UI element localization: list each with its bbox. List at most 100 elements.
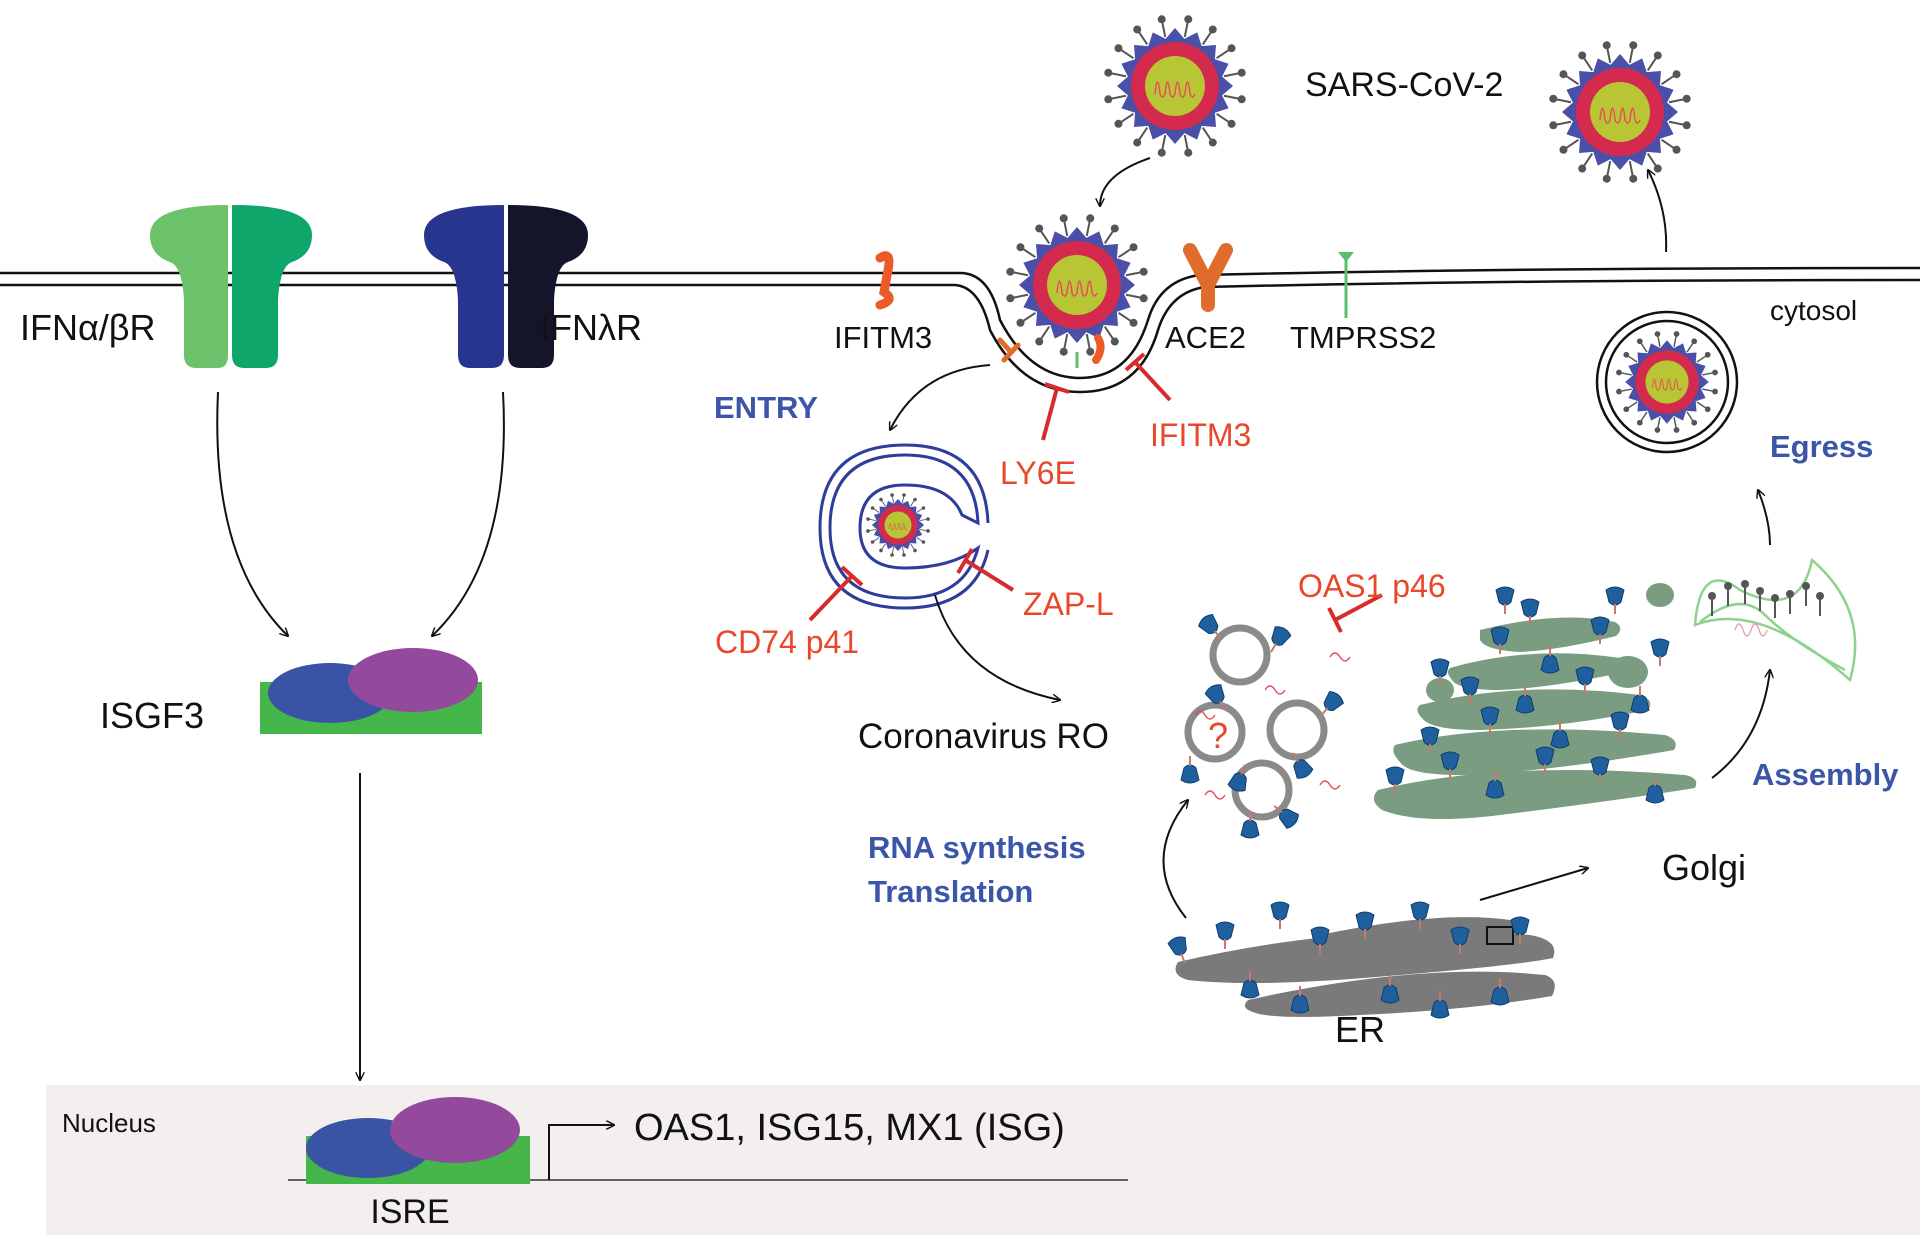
- arrow-endosome-to-ro: [934, 594, 1060, 700]
- spike-head: [870, 540, 875, 544]
- spike-head: [866, 529, 870, 533]
- spike-head: [1016, 318, 1025, 327]
- spike-head: [902, 553, 906, 557]
- ifitm3-membrane-label: IFITM3: [834, 320, 932, 355]
- isgf3-label: ISGF3: [100, 695, 204, 736]
- zapl-label: ZAP-L: [1023, 586, 1114, 622]
- spike-head: [1110, 224, 1119, 233]
- pit-receptors: [997, 334, 1105, 368]
- arrow-entry: [890, 364, 991, 430]
- replication-organelles: [1184, 624, 1328, 821]
- viral-protein: [1480, 706, 1500, 735]
- spike-head: [866, 517, 870, 521]
- viral-protein: [1215, 921, 1235, 950]
- spike-head: [902, 493, 906, 497]
- viral-protein: [1630, 685, 1650, 714]
- spike-head: [1623, 406, 1630, 413]
- ifitm3-restriction-label: IFITM3: [1150, 417, 1251, 453]
- spike-head: [1673, 331, 1680, 337]
- rna-squiggle: [1329, 652, 1351, 662]
- virus-name-label: SARS-CoV-2: [1305, 66, 1503, 104]
- spike-head: [1035, 224, 1044, 233]
- spike-head: [1682, 121, 1691, 130]
- cytosol-label: cytosol: [1770, 295, 1857, 326]
- spike-head: [1708, 592, 1716, 600]
- spike-head: [1691, 419, 1698, 426]
- spike-head: [1208, 138, 1217, 147]
- virus-particle-egress: [1549, 41, 1691, 183]
- spike-head: [1184, 148, 1193, 157]
- arrow-virus-to-membrane: [1100, 157, 1151, 206]
- stage-egress-label: Egress: [1770, 429, 1873, 464]
- spike-head: [890, 493, 894, 497]
- isgf3-complex: [260, 648, 482, 734]
- spike-head: [1059, 347, 1068, 356]
- isg-genes-label: OAS1, ISG15, MX1 (ISG): [634, 1107, 1065, 1149]
- ifitm3-membrane-protein: [875, 251, 894, 310]
- spike-head: [926, 529, 930, 533]
- spike-head: [1104, 68, 1113, 77]
- ro-vesicle: [1184, 701, 1246, 763]
- spike-head: [1157, 15, 1166, 24]
- stage-assembly-label: Assembly: [1752, 757, 1899, 792]
- spike-head: [1691, 338, 1698, 345]
- spike-head: [1724, 582, 1732, 590]
- spike-head: [1629, 174, 1638, 183]
- endosome: [818, 443, 990, 610]
- spike-head: [1549, 121, 1558, 130]
- transcription-arrow: [548, 1125, 614, 1180]
- spike-head: [1208, 25, 1217, 34]
- spike-head: [1237, 95, 1246, 104]
- assembly-vesicle: [1693, 557, 1857, 683]
- viral-protein: [1540, 645, 1560, 674]
- spike-head: [1704, 351, 1711, 358]
- spike-head: [1741, 580, 1749, 588]
- spike-head: [1704, 406, 1711, 413]
- spike-head: [1636, 419, 1643, 426]
- spike-head: [1129, 318, 1138, 327]
- stage-entry-label: ENTRY: [714, 390, 818, 425]
- spike-head: [1139, 267, 1148, 276]
- er-highlight-box: [1486, 926, 1514, 945]
- cd74-inhibition: [808, 565, 864, 622]
- arrow-ifnab-to-isgf3: [216, 391, 288, 636]
- viral-rna: [888, 522, 908, 531]
- ro-label: Coronavirus RO: [858, 717, 1109, 756]
- viral-protein: [1650, 638, 1670, 667]
- spike-head: [1559, 145, 1568, 154]
- virus-core: [1047, 255, 1107, 315]
- spike-head: [1636, 338, 1643, 345]
- viral-rna: [1599, 107, 1641, 124]
- spike-head: [913, 497, 917, 502]
- ifn-l-receptor: [424, 205, 588, 368]
- spike-head: [1578, 51, 1587, 60]
- spike-head: [890, 553, 894, 557]
- viral-protein: [1195, 611, 1229, 646]
- viral-protein: [1605, 586, 1625, 615]
- plasma-membrane: [0, 266, 1920, 394]
- ro-vesicle: [1266, 699, 1328, 761]
- rna-squiggle: [1194, 710, 1216, 720]
- spike-head: [1654, 427, 1661, 433]
- spike-head: [1629, 41, 1638, 50]
- spike-head: [1756, 587, 1764, 595]
- arrow-er-to-ro: [1162, 800, 1188, 919]
- golgi-apparatus: [1373, 583, 1697, 819]
- spike-head: [1771, 594, 1779, 602]
- spike-head: [1616, 388, 1622, 395]
- spike-head: [1623, 351, 1630, 358]
- spike-head: [1786, 590, 1794, 598]
- spike-head: [1653, 164, 1662, 173]
- tmprss2-label: TMPRSS2: [1290, 320, 1436, 355]
- virus-particle-in-endosome: [866, 493, 930, 557]
- spike-head: [1086, 347, 1095, 356]
- spike-head: [1559, 70, 1568, 79]
- tmprss2-protein: [1338, 252, 1354, 318]
- viral-protein: [1550, 720, 1570, 749]
- spike-head: [1227, 44, 1236, 53]
- spike-head: [1006, 294, 1015, 303]
- viral-protein: [1535, 746, 1555, 775]
- spike-head: [926, 517, 930, 521]
- isre-purple-subunit: [390, 1097, 520, 1163]
